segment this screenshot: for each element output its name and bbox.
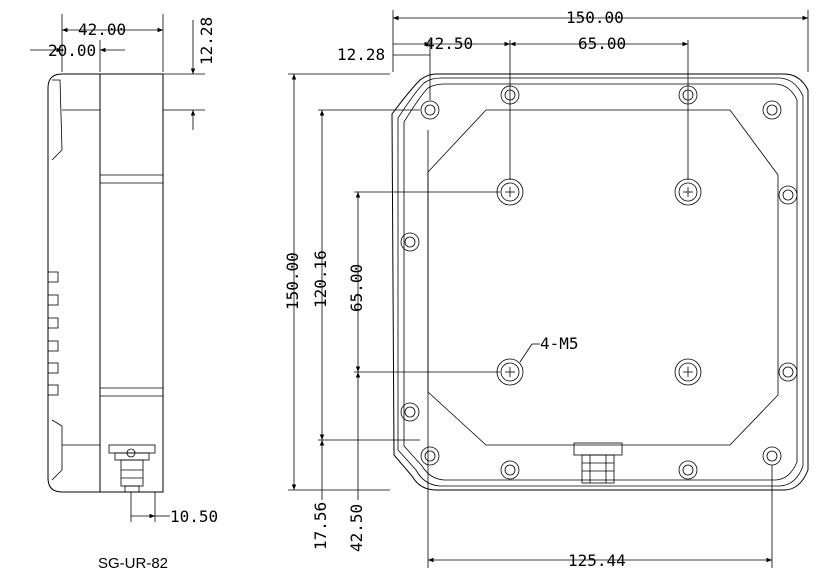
dim-front-hole-bottom: 42.50 xyxy=(347,504,366,552)
dim-front-inner-width: 125.44 xyxy=(568,551,626,570)
front-view xyxy=(391,73,809,491)
front-connector xyxy=(573,442,623,484)
dim-front-width: 150.00 xyxy=(566,8,624,27)
dim-side-offset: 20.00 xyxy=(48,41,96,60)
side-connector xyxy=(108,444,156,493)
side-dimensions xyxy=(30,14,205,522)
dim-front-hole-spacing-v: 65.00 xyxy=(347,264,366,312)
m5-holes xyxy=(496,178,702,386)
dim-front-hole-left: 42.50 xyxy=(425,34,473,53)
front-dimensions xyxy=(288,10,809,568)
model-caption: SG-UR-82 xyxy=(98,555,168,572)
dim-front-bottom-offset: 17.56 xyxy=(311,502,330,550)
mounting-holes xyxy=(400,85,798,480)
hole-callout: 4-M5 xyxy=(540,334,579,353)
dim-front-height: 150.00 xyxy=(283,252,302,310)
side-view xyxy=(47,73,164,493)
dim-front-hole-spacing-h: 65.00 xyxy=(578,34,626,53)
dim-front-left-offset: 12.28 xyxy=(337,45,385,64)
dim-side-top-gap: 12.28 xyxy=(197,17,216,65)
dim-front-inner-height: 120.16 xyxy=(311,250,330,308)
dim-side-connector: 10.50 xyxy=(170,507,218,526)
dim-side-depth: 42.00 xyxy=(78,20,126,39)
